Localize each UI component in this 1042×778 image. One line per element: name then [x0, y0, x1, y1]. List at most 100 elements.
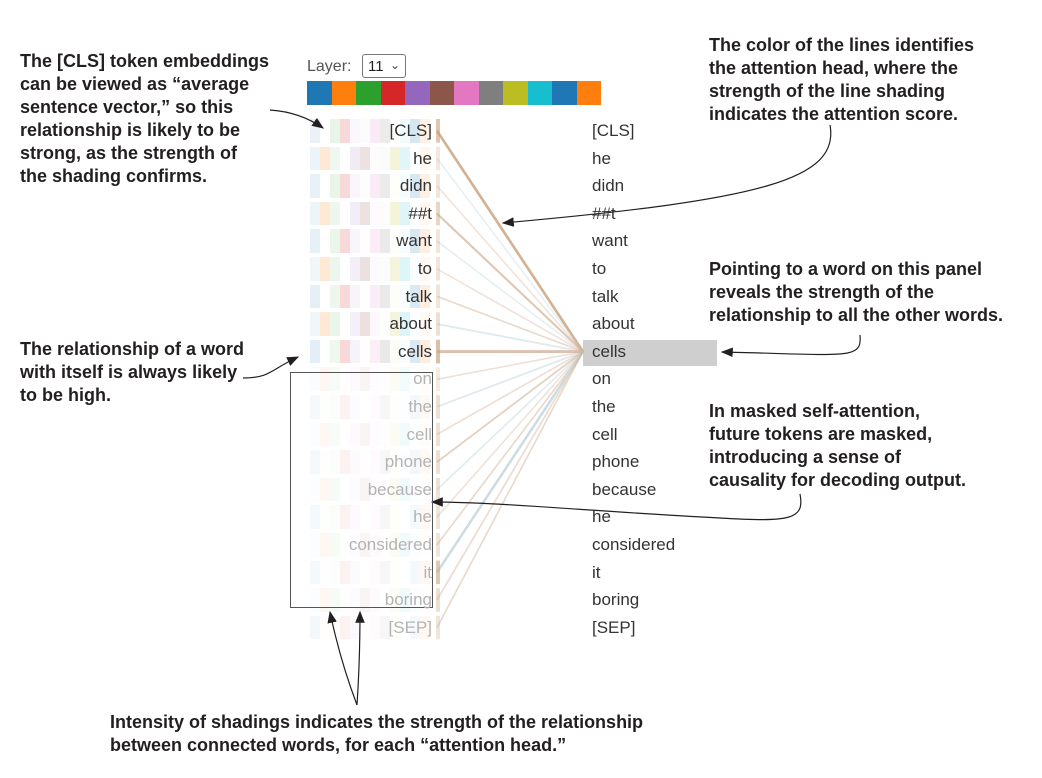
left-token[interactable]: phone — [384, 452, 432, 472]
left-token[interactable]: about — [389, 314, 432, 334]
left-token[interactable]: ##t — [408, 203, 432, 223]
right-token[interactable]: phone — [592, 452, 640, 472]
left-token[interactable]: [SEP] — [388, 617, 432, 637]
right-token[interactable]: it — [592, 562, 601, 582]
attention-bar — [436, 477, 440, 502]
head-swatch-12[interactable] — [576, 81, 601, 105]
heatmap-cell — [330, 119, 340, 143]
heatmap-cell — [310, 201, 320, 226]
head-swatch-3[interactable] — [356, 81, 381, 105]
heatmap-cell — [400, 119, 410, 143]
attention-bar — [436, 505, 440, 529]
right-token[interactable]: he — [592, 507, 611, 527]
heatmap-cell — [330, 201, 340, 226]
heatmap-cell — [350, 339, 360, 364]
right-token[interactable]: because — [592, 479, 657, 499]
attention-bar — [436, 560, 440, 585]
left-token[interactable]: didn — [399, 176, 432, 196]
chevron-down-icon: ⌄ — [389, 58, 400, 72]
heatmap-cell — [310, 339, 320, 364]
left-token[interactable]: boring — [384, 590, 432, 610]
masked-region-box — [290, 372, 433, 608]
heatmap-cell — [420, 146, 430, 171]
heatmap-cell — [420, 284, 430, 309]
heatmap-cell — [420, 119, 430, 143]
heatmap-cell — [360, 588, 370, 612]
right-token[interactable]: ##t — [592, 203, 616, 223]
heatmap-cell — [400, 422, 410, 447]
right-token[interactable]: considered — [592, 534, 676, 554]
head-swatch-4[interactable] — [380, 81, 405, 105]
right-token[interactable]: the — [592, 396, 616, 416]
right-token[interactable]: boring — [592, 590, 640, 610]
right-token[interactable]: want — [592, 231, 628, 251]
heatmap-cell — [330, 588, 340, 612]
heatmap-cell — [420, 615, 430, 640]
left-token[interactable]: it — [423, 562, 433, 582]
attention-line — [436, 351, 584, 546]
left-token[interactable]: [CLS] — [389, 121, 432, 140]
heatmap-cell — [420, 560, 430, 585]
attention-line — [436, 268, 584, 353]
right-token-selected[interactable]: cells — [592, 341, 627, 361]
heatmap-cell — [420, 201, 430, 226]
right-token[interactable]: [SEP] — [592, 617, 636, 637]
attention-bar — [436, 588, 440, 612]
heatmap-cell — [380, 615, 390, 640]
heatmap-cell — [320, 533, 330, 557]
right-token[interactable]: [CLS] — [592, 121, 635, 140]
layer-select[interactable]: 11 ⌄ — [362, 54, 406, 78]
head-swatch-10[interactable] — [527, 81, 552, 105]
heatmap-cell — [400, 201, 410, 226]
left-token[interactable]: to — [417, 258, 432, 278]
head-swatch-2[interactable] — [331, 81, 356, 105]
left-token[interactable]: the — [408, 396, 432, 416]
layer-label: Layer: — [307, 58, 352, 75]
heatmap-cell — [350, 229, 360, 253]
left-token[interactable]: he — [413, 507, 432, 527]
right-token[interactable]: he — [592, 148, 611, 168]
left-token[interactable]: cell — [406, 424, 432, 444]
heatmap-cell — [330, 284, 340, 309]
right-token[interactable]: talk — [592, 286, 619, 306]
right-token[interactable]: to — [592, 258, 607, 278]
attention-bar — [436, 395, 440, 419]
head-color-swatches[interactable] — [307, 81, 601, 105]
head-swatch-1[interactable] — [307, 81, 332, 105]
left-token[interactable]: talk — [405, 286, 432, 306]
heatmap-cell — [400, 312, 410, 336]
arrow-line-color — [501, 124, 832, 227]
head-swatch-9[interactable] — [503, 81, 528, 105]
heatmap-cell — [370, 339, 380, 364]
right-token[interactable]: on — [592, 369, 611, 389]
right-token[interactable]: didn — [592, 176, 625, 196]
heatmap-cell — [360, 312, 370, 336]
heatmap-cell — [320, 477, 330, 502]
head-swatch-11[interactable] — [552, 81, 577, 105]
heatmap-cell — [370, 174, 380, 198]
left-token[interactable]: on — [413, 369, 432, 389]
left-token[interactable]: cells — [397, 341, 432, 361]
arrow-intensity-a — [327, 610, 358, 706]
head-swatch-7[interactable] — [454, 81, 479, 105]
left-token[interactable]: because — [367, 479, 432, 499]
left-token[interactable]: he — [413, 148, 432, 168]
left-token[interactable]: want — [396, 231, 432, 251]
head-swatch-5[interactable] — [405, 81, 430, 105]
heatmap-cell — [310, 505, 320, 529]
head-swatch-6[interactable] — [429, 81, 454, 105]
right-token[interactable]: cell — [592, 424, 618, 444]
heatmap-cell — [390, 533, 400, 557]
heatmap-cell — [410, 229, 420, 253]
heatmap-cell — [380, 284, 390, 309]
heatmap-cell — [350, 201, 360, 226]
left-token[interactable]: considered — [348, 534, 432, 554]
heatmap-cell — [310, 146, 320, 171]
heatmap-cell — [410, 395, 420, 419]
heatmap-cell — [330, 174, 340, 198]
attention-bar — [436, 229, 440, 253]
head-swatch-8[interactable] — [478, 81, 503, 105]
right-token[interactable]: about — [592, 314, 635, 334]
left-token-column: [CLS] he didn ##t want to talk about cells on the c… — [349, 117, 432, 641]
